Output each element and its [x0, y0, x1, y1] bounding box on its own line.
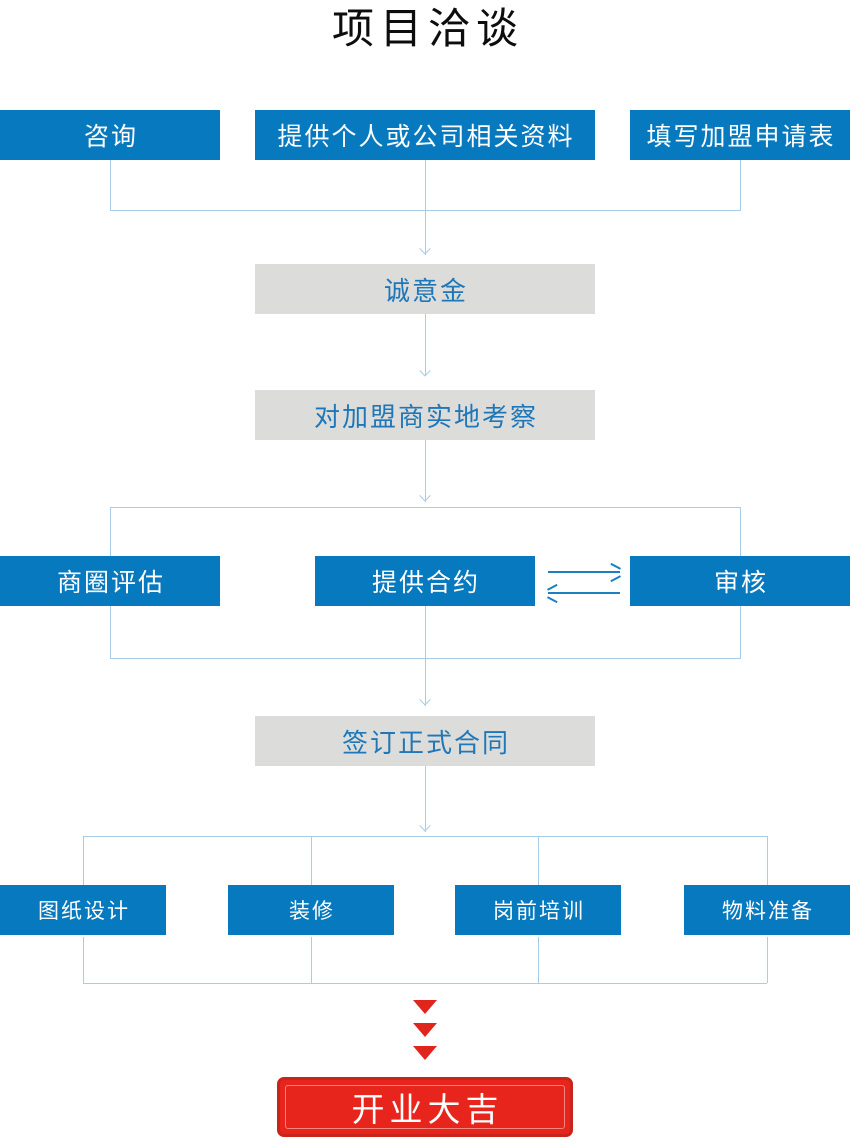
connector-split-to-drawing [83, 836, 84, 885]
page-title: 项目洽谈 [331, 7, 524, 53]
node-site-visit-label: 对加盟商实地考察 [313, 402, 538, 432]
node-drawing-design[interactable]: 图纸设计 [0, 885, 166, 935]
chevron-down-icon-3 [413, 1046, 437, 1060]
node-provide-contract-label: 提供合约 [371, 570, 480, 597]
arrow-down-to-preparation-split [419, 825, 430, 833]
connector-drawing-down [83, 937, 84, 983]
connector-split-to-review [740, 507, 741, 556]
node-grand-opening-label: 开业大吉 [351, 1093, 504, 1129]
node-sign-contract[interactable]: 签订正式合同 [255, 716, 595, 766]
connector-split-to-decoration [311, 836, 312, 885]
node-consult[interactable]: 咨询 [0, 110, 220, 160]
connector-contract-split-bus [110, 507, 741, 508]
connector-review-down [740, 606, 741, 658]
connector-materials-prep-down [767, 937, 768, 983]
connector-split-to-trade-area [110, 507, 111, 556]
node-sign-contract-label: 签订正式合同 [341, 728, 510, 758]
arrow-contract-to-review [548, 571, 620, 573]
connector-site-visit-down [425, 440, 426, 502]
node-pre-job-training-label: 岗前培训 [493, 899, 585, 923]
connector-application-down [740, 160, 741, 210]
connector-provide-contract-down [425, 606, 426, 658]
node-trade-area-assessment-label: 商圈评估 [56, 570, 165, 597]
node-decoration[interactable]: 装修 [228, 885, 394, 935]
node-application-form[interactable]: 填写加盟申请表 [630, 110, 850, 160]
arrow-review-to-contract [548, 592, 620, 594]
connector-split-to-training [538, 836, 539, 885]
arrow-head-right-icon [609, 568, 621, 577]
node-materials-preparation-label: 物料准备 [722, 899, 814, 923]
node-review[interactable]: 审核 [630, 556, 850, 606]
connector-training-down [538, 937, 539, 983]
node-decoration-label: 装修 [289, 899, 335, 923]
node-materials-preparation[interactable]: 物料准备 [684, 885, 850, 935]
node-review-label: 审核 [713, 570, 768, 597]
node-application-form-label: 填写加盟申请表 [646, 124, 836, 151]
connector-sign-contract-down [425, 766, 426, 832]
connector-preparation-split-bus [83, 836, 767, 837]
node-deposit[interactable]: 诚意金 [255, 264, 595, 314]
arrow-down-to-contract-split [419, 495, 430, 503]
node-site-visit[interactable]: 对加盟商实地考察 [255, 390, 595, 440]
node-provide-materials-label: 提供个人或公司相关资料 [277, 124, 575, 151]
connector-bus-to-sign-contract [425, 658, 426, 706]
node-pre-job-training[interactable]: 岗前培训 [455, 885, 621, 935]
node-provide-materials[interactable]: 提供个人或公司相关资料 [255, 110, 595, 160]
node-deposit-label: 诚意金 [383, 276, 468, 306]
node-consult-label: 咨询 [83, 124, 138, 151]
arrow-down-to-sign-contract [419, 699, 430, 707]
node-trade-area-assessment[interactable]: 商圈评估 [0, 556, 220, 606]
node-provide-contract[interactable]: 提供合约 [315, 556, 535, 606]
node-grand-opening[interactable]: 开业大吉 [277, 1077, 573, 1137]
connector-preparation-merge-bus [83, 983, 767, 984]
arrow-down-to-site-visit [419, 370, 430, 378]
connector-consult-down [110, 160, 111, 210]
chevron-down-icon-1 [413, 1000, 437, 1014]
arrow-down-to-deposit [419, 248, 430, 256]
arrow-head-left-icon [547, 589, 559, 598]
connector-deposit-to-site-visit [425, 314, 426, 376]
node-drawing-design-label: 图纸设计 [38, 899, 130, 923]
connector-materials-down [425, 160, 426, 210]
chevron-down-icon-2 [413, 1023, 437, 1037]
connector-decoration-down [311, 937, 312, 983]
connector-split-to-materials-prep [767, 836, 768, 885]
connector-bus-to-deposit [425, 210, 426, 255]
connector-trade-area-down [110, 606, 111, 658]
